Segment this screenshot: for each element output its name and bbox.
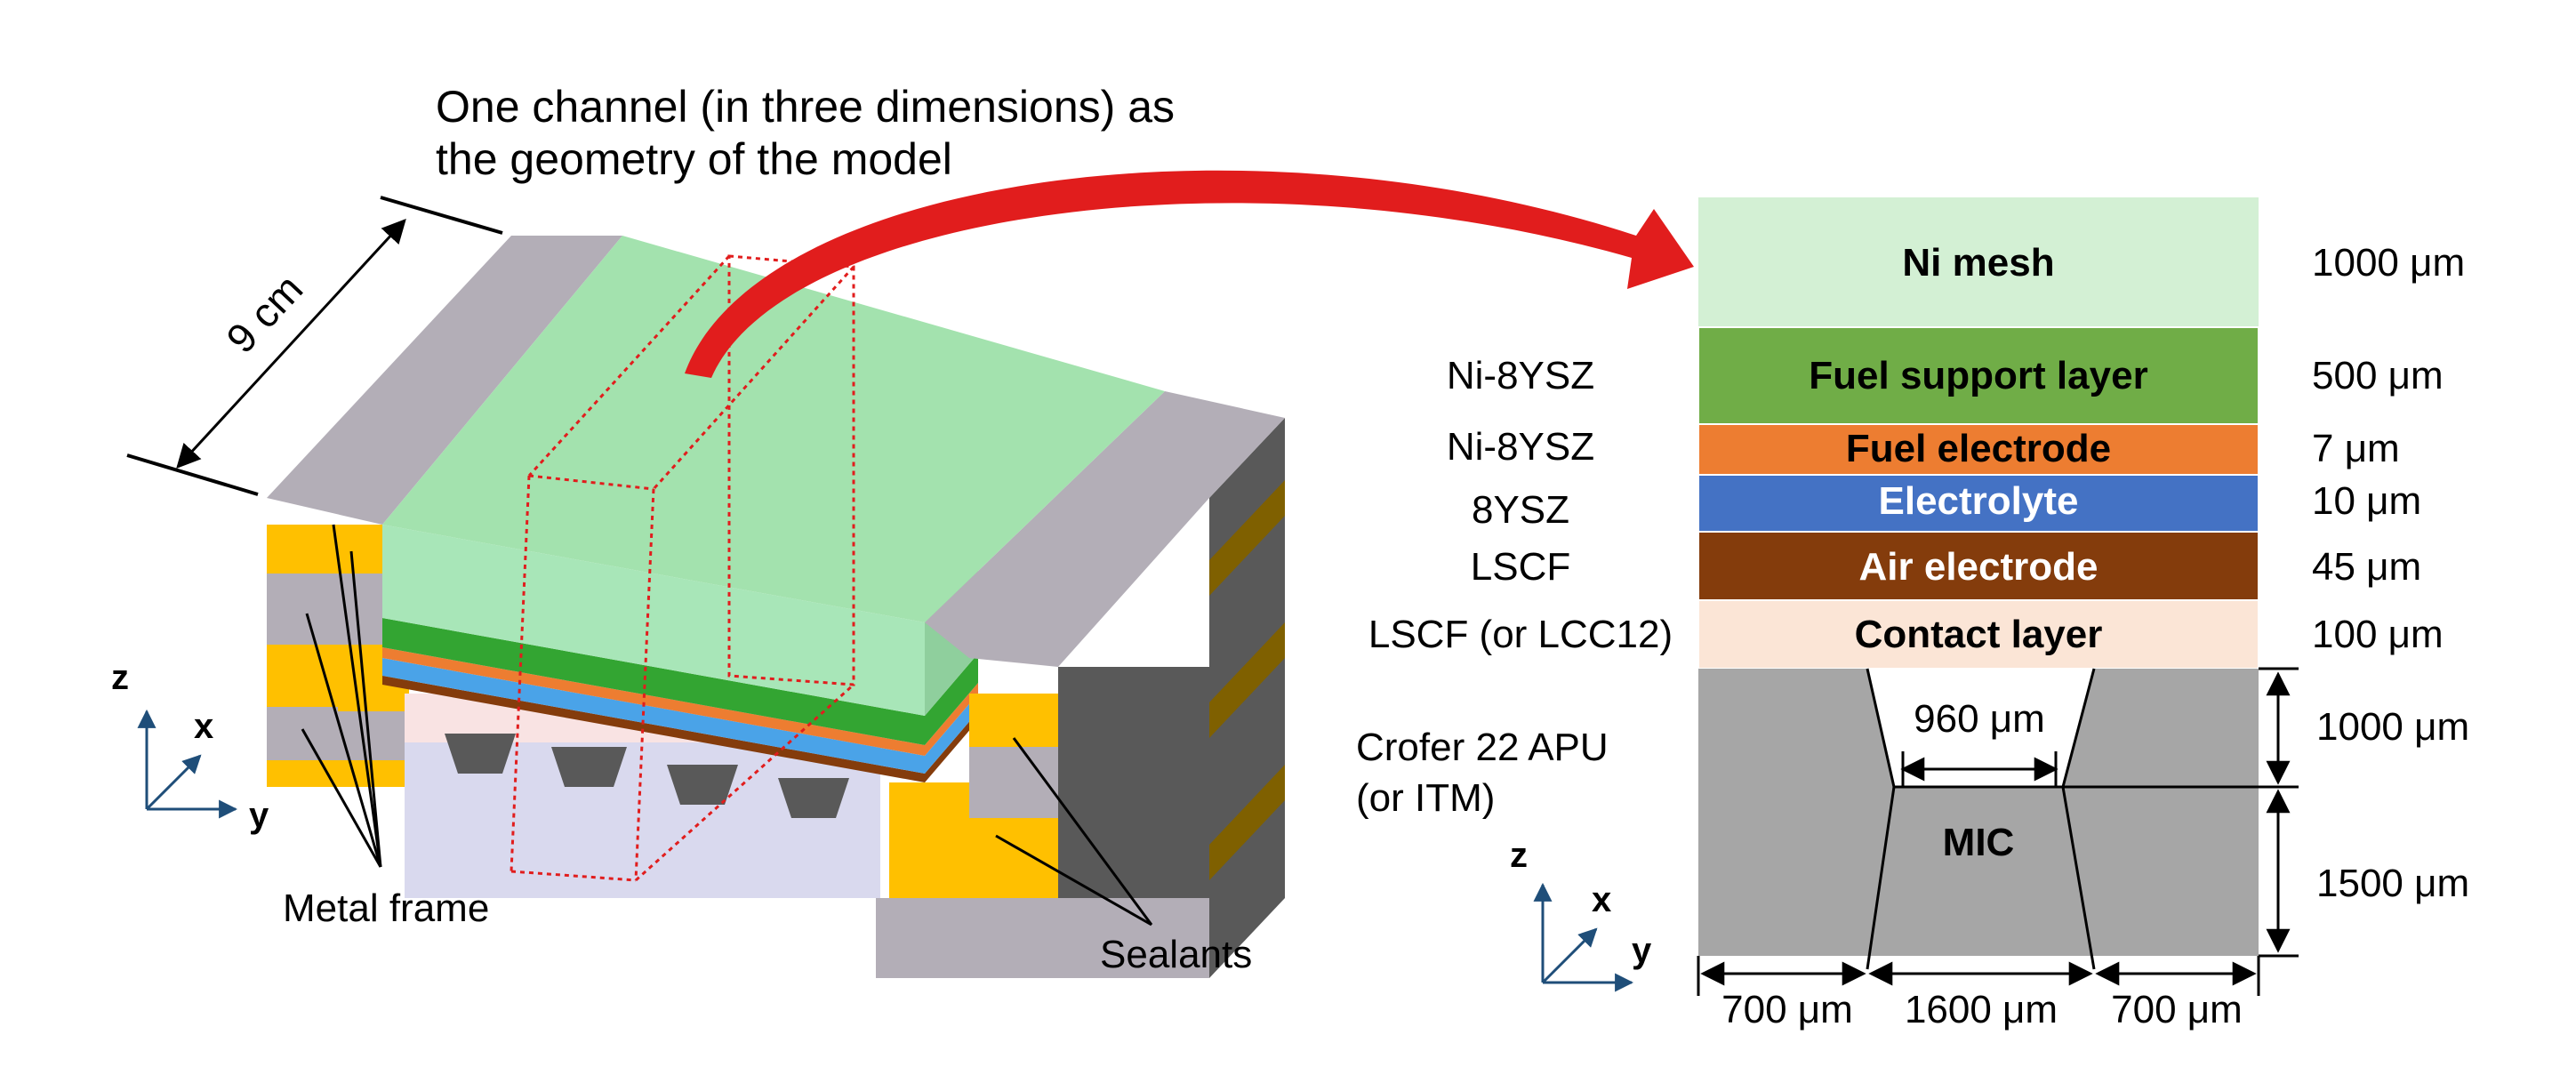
layer-4-thickness: 10 μm: [2312, 479, 2421, 523]
layer-3-name: Fuel electrode: [1846, 427, 2111, 470]
layer-1-thickness: 1000 μm: [2312, 241, 2465, 285]
layer-labels: Ni mesh 1000 μm Fuel support layer 500 μm Ni…: [1368, 241, 2465, 656]
base-height-label: 1500 μm: [2316, 862, 2469, 905]
title-line-2: the geometry of the model: [436, 134, 952, 184]
layer-5-rect: [1697, 531, 2259, 601]
gas-channel-2: [551, 747, 627, 787]
stack-3d: [267, 236, 1285, 978]
layer-stack: [1697, 197, 2259, 670]
layer-1-name: Ni mesh: [1902, 241, 2054, 285]
axis-right-x: x: [1592, 880, 1611, 919]
dimension-arrow: [176, 219, 406, 469]
middle-width-label: 1600 μm: [1905, 988, 2058, 1031]
dimension-tick-bottom: [126, 453, 259, 496]
sealant-stripe-right-1: [1209, 480, 1285, 596]
mic-label: MIC: [1943, 821, 2015, 864]
fuel-electrode-3d: [382, 647, 978, 756]
interconnect-material-1: Crofer 22 APU: [1356, 726, 1609, 769]
frame-front-right: [969, 747, 1058, 818]
layer-3-rect: [1697, 423, 2259, 476]
gas-channel-3: [667, 765, 738, 805]
axes-left: z x y: [111, 658, 269, 835]
layer-5-name: Air electrode: [1859, 545, 2099, 589]
layer-6-rect: [1697, 599, 2259, 670]
title-line-1: One channel (in three dimensions) as: [436, 82, 1175, 132]
dimension-label: 9 cm: [217, 265, 311, 361]
sealant-pointers: [995, 737, 1153, 927]
layer-5-thickness: 45 μm: [2312, 545, 2421, 589]
channel-width-label: 960 μm: [1914, 697, 2045, 741]
electrolyte-3d: [382, 658, 978, 774]
frame-right-dark: [1058, 667, 1209, 898]
frame-front-right-bottom: [876, 898, 1209, 978]
layer-1-rect: [1698, 197, 2259, 327]
sealant-lower-left: [267, 760, 405, 787]
channel-arrow: [685, 170, 1694, 378]
interconnect-body: [1698, 669, 2259, 956]
frame-front-left: [267, 574, 382, 645]
ni-mesh-front: [382, 525, 925, 716]
mid-right-divider: [2061, 786, 2096, 970]
dimension-tick-top: [380, 196, 503, 235]
frame-top-right: [925, 391, 1285, 667]
layer-3-material: Ni-8YSZ: [1447, 425, 1594, 469]
axis-left-x: x: [194, 707, 213, 746]
sealant-stripe-right-3: [1209, 765, 1285, 880]
layer-2-thickness: 500 μm: [2312, 354, 2444, 397]
metal-frame-pointers: [301, 524, 382, 868]
gas-channel-1: [445, 734, 516, 774]
mid-left-divider: [1866, 786, 1896, 970]
interconnect-section: MIC 960 μm 1000 μm 1500 μm 700 μm 1600 μ…: [1356, 667, 2469, 1031]
fuel-support-3d: [382, 618, 978, 745]
layer-4-rect: [1697, 474, 2259, 533]
layer-2-rect: [1697, 326, 2259, 425]
axes-right: z x y: [1510, 836, 1652, 992]
rib-height-label: 1000 μm: [2316, 705, 2469, 749]
interconnect-material-2: (or ITM): [1356, 776, 1495, 820]
axis-left-z: z: [111, 658, 129, 697]
layer-5-material: LSCF: [1471, 545, 1570, 589]
layer-6-thickness: 100 μm: [2312, 613, 2444, 656]
right-width-label: 700 μm: [2111, 988, 2243, 1031]
axis-right-y: y: [1632, 931, 1652, 970]
axis-right-z: z: [1510, 836, 1528, 875]
layer-2-name: Fuel support layer: [1809, 354, 2147, 397]
layer-4-name: Electrolyte: [1879, 479, 2079, 523]
layer-3-thickness: 7 μm: [2312, 427, 2400, 470]
gas-channel-4: [778, 778, 849, 818]
axis-left-y: y: [249, 796, 269, 835]
left-width-label: 700 μm: [1721, 988, 1853, 1031]
layer-6-material: LSCF (or LCC12): [1368, 613, 1673, 656]
sealant-stripe-right-2: [1209, 622, 1285, 738]
layer-4-material: 8YSZ: [1472, 488, 1569, 532]
frame-lower-left: [267, 711, 405, 760]
ni-mesh-top: [382, 236, 1165, 622]
layer-6-name: Contact layer: [1855, 613, 2103, 656]
metal-frame-label: Metal frame: [283, 886, 489, 930]
layer-2-material: Ni-8YSZ: [1447, 354, 1594, 397]
sealants-label: Sealants: [1100, 933, 1252, 976]
sealant-front-left-1: [267, 525, 382, 574]
